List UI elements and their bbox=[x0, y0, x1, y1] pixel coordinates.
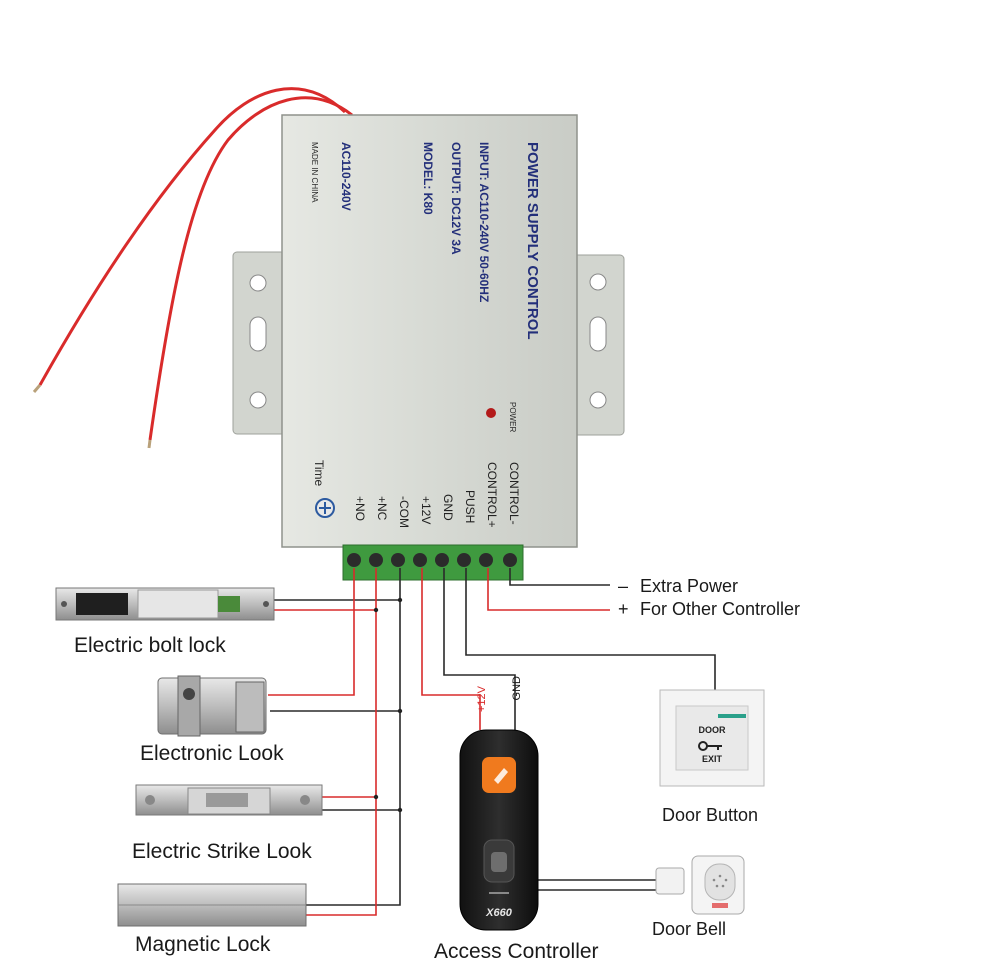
box-title: POWER SUPPLY CONTROL bbox=[524, 142, 541, 340]
terminal-label-com: -COM bbox=[397, 496, 411, 528]
door-bell-label: Door Bell bbox=[652, 919, 726, 939]
electronic-lock-label: Electronic Look bbox=[140, 742, 284, 765]
terminal-label-no: +NO bbox=[353, 496, 367, 521]
door-button-top-text: DOOR bbox=[699, 725, 727, 735]
terminal-label-control-minus: CONTROL- bbox=[507, 462, 521, 525]
black-wires bbox=[270, 568, 716, 906]
strike-lock-label: Electric Strike Look bbox=[132, 840, 312, 863]
wire-tag-gnd: GND bbox=[511, 676, 523, 701]
door-bell bbox=[655, 855, 745, 915]
terminal-label-push: PUSH bbox=[463, 490, 477, 523]
wire-tag-12v: +12V bbox=[476, 685, 488, 712]
electric-strike-lock bbox=[135, 784, 323, 816]
extra-power-plus-sign: + bbox=[618, 599, 629, 619]
power-led-label: POWER bbox=[508, 402, 517, 432]
box-input: INPUT: AC110-240V 50-60HZ bbox=[477, 142, 491, 302]
magnetic-lock bbox=[117, 883, 307, 927]
electric-bolt-lock bbox=[55, 587, 275, 621]
extra-power-plus-text: For Other Controller bbox=[640, 599, 800, 619]
terminal-label-control-plus: CONTROL+ bbox=[485, 462, 499, 528]
terminal-block bbox=[342, 544, 524, 581]
electronic-lock bbox=[157, 675, 267, 737]
magnetic-lock-label: Magnetic Lock bbox=[135, 933, 271, 956]
controller-brand: X660 bbox=[485, 907, 513, 919]
time-adjust-knob[interactable] bbox=[315, 498, 335, 518]
terminal-label-12v: +12V bbox=[419, 496, 433, 524]
box-made-in: MADE IN CHINA bbox=[310, 142, 319, 203]
extra-power-minus-text: Extra Power bbox=[640, 576, 738, 596]
mains-cable bbox=[32, 87, 353, 449]
terminal-label-gnd: GND bbox=[441, 494, 455, 521]
access-controller-label: Access Controller bbox=[434, 940, 599, 963]
power-supply-box: POWER SUPPLY CONTROL INPUT: AC110-240V 5… bbox=[281, 114, 578, 548]
box-model: MODEL: K80 bbox=[421, 142, 435, 215]
time-label: Time bbox=[312, 460, 326, 487]
key-icon bbox=[698, 741, 722, 751]
door-button-label: Door Button bbox=[662, 805, 758, 825]
power-led bbox=[486, 408, 496, 418]
bolt-lock-label: Electric bolt lock bbox=[74, 634, 226, 657]
access-controller bbox=[459, 729, 539, 931]
mounting-flange-left bbox=[232, 251, 286, 435]
door-button-bottom-text: EXIT bbox=[702, 754, 723, 764]
box-ac: AC110-240V bbox=[339, 142, 353, 211]
junction-dots bbox=[373, 597, 403, 813]
box-output: OUTPUT: DC12V 3A bbox=[449, 142, 463, 255]
extra-power-minus-sign: – bbox=[618, 576, 628, 596]
mounting-flange-right bbox=[571, 254, 625, 436]
terminal-label-nc: +NC bbox=[375, 496, 389, 521]
door-button[interactable]: DOOR EXIT bbox=[659, 689, 765, 787]
red-wires bbox=[268, 568, 610, 916]
